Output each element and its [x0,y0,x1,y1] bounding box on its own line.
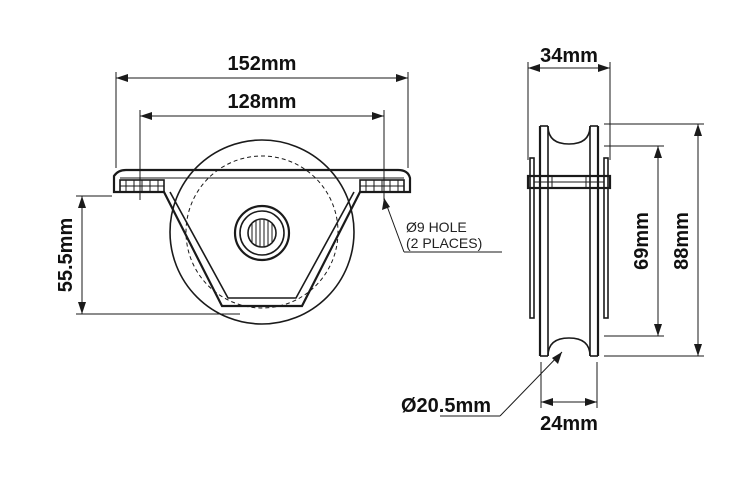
hub-outer [233,204,291,262]
side-view: 34mm 69mm 88mm 24mm [401,45,704,435]
wheel-outer-circle [169,139,355,325]
hole-spacing-label: 128mm [228,91,297,113]
dim-overall-width [115,72,409,168]
overall-thickness-label: 34mm [540,45,598,67]
hole-note-line1: Ø9 HOLE [406,219,467,235]
hub-bore [247,218,277,248]
dim-hole-spacing [139,110,385,200]
overall-diameter-label: 88mm [671,212,693,270]
dim-hub-width [540,362,598,408]
dim-overall-thickness [527,62,611,160]
dim-inner-height [604,145,664,337]
overall-width-label: 152mm [228,53,297,75]
wheel-hidden-circle [185,155,339,309]
dim-axle-height [76,195,240,315]
inner-height-label: 69mm [631,212,653,270]
bottom-groove [547,337,591,357]
hub-width-label: 24mm [540,413,598,435]
axle-height-label: 55.5mm [55,218,77,293]
hole-note-leader [382,197,502,253]
groove-diameter-label: Ø20.5mm [401,395,491,417]
wheel-profile [538,126,600,356]
right-mount-hole [359,179,405,193]
dim-overall-diameter [604,123,704,357]
hole-note-line2: (2 PLACES) [406,235,482,251]
wheel-profile-inner [547,126,591,356]
hub-splines [251,220,273,246]
hub-ring [239,210,285,256]
groove-diameter-leader [440,351,563,417]
left-mount-hole [119,179,165,193]
side-bracket [526,157,612,319]
bracket-inner [169,191,355,299]
front-view: 152mm 128mm 55.5mm Ø9 HOLE (2 PLACES) [55,53,502,325]
top-groove [547,125,591,145]
